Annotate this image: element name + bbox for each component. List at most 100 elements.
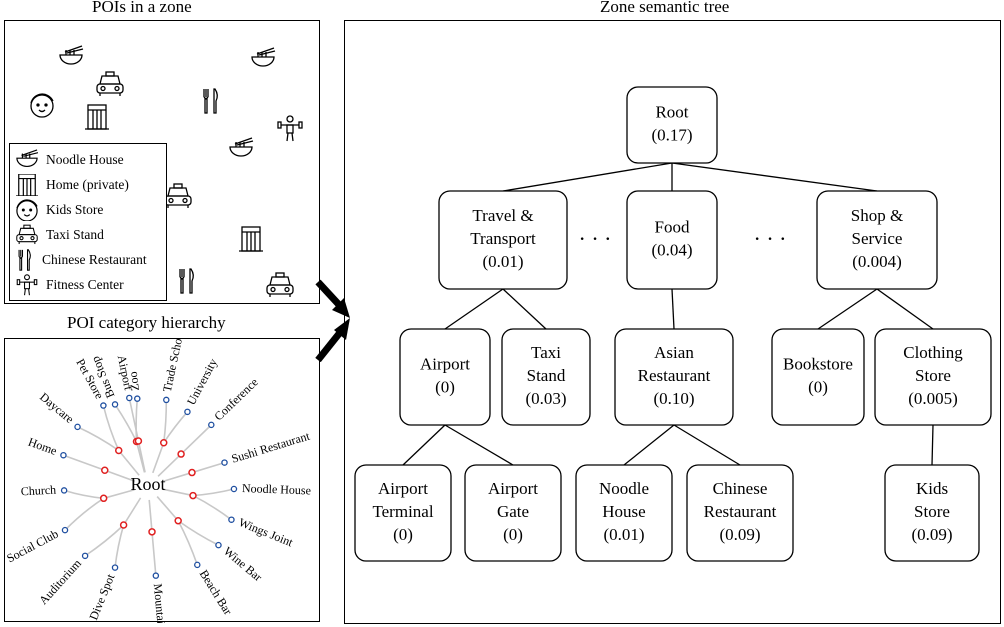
fork-knife-icon <box>203 88 218 114</box>
kid-face-icon <box>16 199 38 221</box>
tree-edge <box>502 288 547 330</box>
hierarchy-edge <box>63 454 106 472</box>
legend-item: Noodle House <box>16 148 124 172</box>
node-name: Restaurant <box>638 366 711 385</box>
tree-node-bookstore: Bookstore(0) <box>771 328 865 426</box>
hierarchy-edge <box>192 488 235 497</box>
leaf-node <box>184 408 191 416</box>
fork-knife-icon <box>18 249 31 271</box>
category-label: Mountain <box>151 583 169 623</box>
legend-item: Taxi Stand <box>16 223 104 247</box>
node-name: Taxi <box>531 343 561 362</box>
hierarchy-edge <box>114 403 138 442</box>
hierarchy-edge <box>161 471 193 483</box>
leaf-node <box>230 485 238 493</box>
hierarchy-edge <box>84 524 125 557</box>
hierarchy-edge <box>118 449 140 476</box>
node-name: Transport <box>470 229 536 248</box>
noodle-bowl-icon <box>59 45 84 65</box>
category-node <box>174 516 182 525</box>
pois-panel-title: POIs in a zone <box>92 0 192 16</box>
hierarchy-edge <box>162 399 168 443</box>
hierarchy-edge <box>156 496 179 522</box>
hierarchy-edge <box>122 497 142 526</box>
hierarchy-edge <box>192 494 232 521</box>
ellipsis: · · · <box>754 226 787 251</box>
leaf-node <box>100 402 107 409</box>
category-node <box>134 437 143 445</box>
node-name: Noodle <box>599 479 649 498</box>
leaf-node <box>221 459 228 466</box>
node-value: (0.03) <box>525 389 566 408</box>
tree-panel: Root(0.17)Travel &Transport(0.01)Food(0.… <box>344 20 1001 624</box>
node-name: Restaurant <box>704 502 777 521</box>
hierarchy-edge <box>191 461 225 474</box>
arrows <box>315 279 350 362</box>
building-icon <box>84 104 110 130</box>
node-value: (0.005) <box>908 389 958 408</box>
hierarchy-edge <box>152 442 165 474</box>
node-name: Travel & <box>472 206 533 225</box>
category-label: Wings Joint <box>237 515 296 550</box>
taxi-icon <box>164 183 192 209</box>
node-value: (0.01) <box>482 252 523 271</box>
arrowhead <box>334 318 350 340</box>
tree-edge <box>673 424 741 466</box>
leaf-node <box>152 572 160 579</box>
leaf-node <box>208 421 215 429</box>
hierarchy-edge <box>180 424 212 455</box>
arrowhead <box>332 298 350 318</box>
leaf-node <box>163 396 170 404</box>
node-value: (0.09) <box>719 525 760 544</box>
node-name: Clothing <box>903 343 963 362</box>
category-label: Daycare <box>37 390 77 426</box>
node-name: Chinese <box>713 479 768 498</box>
leaf-node <box>111 564 119 571</box>
node-name: Food <box>655 217 690 236</box>
category-label: Home <box>26 435 58 458</box>
leaf-node <box>228 516 235 523</box>
category-node <box>119 521 128 529</box>
tree-edge <box>402 424 446 466</box>
pois-panel: Noodle House Home (private) Kids Store T… <box>4 20 320 304</box>
taxi-icon <box>16 224 38 245</box>
tree-edge <box>817 288 878 330</box>
node-name: Service <box>852 229 903 248</box>
legend-item: Chinese Restaurant <box>16 248 147 272</box>
taxi-icon <box>96 71 124 97</box>
node-value: (0.10) <box>653 389 694 408</box>
leaf-node <box>61 526 69 534</box>
legend-item: Home (private) <box>16 173 129 197</box>
node-value: (0.09) <box>911 525 952 544</box>
node-name: Store <box>914 502 950 521</box>
leaf-node <box>74 423 81 431</box>
leaf-node <box>215 541 222 549</box>
leaf-node <box>134 395 141 402</box>
legend-label: Taxi Stand <box>46 227 104 242</box>
node-name: Bookstore <box>783 354 853 373</box>
tree-panel-title: Zone semantic tree <box>600 0 730 16</box>
node-name: Store <box>915 366 951 385</box>
node-value: (0) <box>435 377 455 396</box>
hierarchy-edge <box>102 405 120 451</box>
category-node <box>188 468 196 477</box>
node-name: Stand <box>527 366 566 385</box>
node-name: Asian <box>654 343 694 362</box>
category-label: Noodle House <box>242 481 311 497</box>
kid-face-icon <box>30 93 54 118</box>
tree-node-shop: Shop &Service(0.004) <box>816 190 938 290</box>
noodle-bowl-icon <box>229 137 254 157</box>
category-label: Airport <box>115 354 136 392</box>
tree-node-travel: Travel & Transport (0.01) <box>438 190 568 290</box>
node-name: Terminal <box>372 502 433 521</box>
poi-legend: Noodle House Home (private) Kids Store T… <box>9 143 167 301</box>
tree-edge <box>623 424 675 466</box>
category-label: Dive Spot <box>86 571 117 622</box>
weightlifter-icon <box>16 274 38 296</box>
legend-label: Chinese Restaurant <box>42 252 147 267</box>
